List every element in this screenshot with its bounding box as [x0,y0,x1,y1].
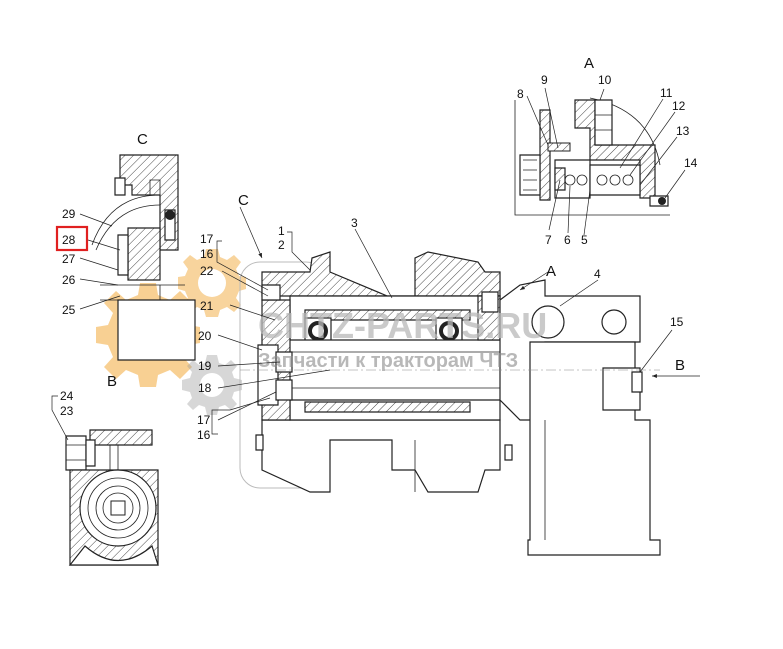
callout-5[interactable]: 5 [581,233,588,247]
highlight-box-part[interactable] [55,225,89,252]
view-b-title: B [107,373,117,390]
view-c-arrow-label: C [238,192,249,209]
callout-11[interactable]: 11 [660,86,673,100]
callout-15[interactable]: 15 [670,315,684,329]
callout-17-top[interactable]: 17 [200,232,214,246]
callout-21[interactable]: 21 [200,299,214,313]
callout-16-top[interactable]: 16 [200,247,214,261]
callout-28[interactable]: 28 [62,233,76,247]
view-a-detail [514,97,670,216]
callout-10[interactable]: 10 [598,73,612,87]
callout-3[interactable]: 3 [351,216,358,230]
callout-12[interactable]: 12 [672,99,686,113]
callout-20[interactable]: 20 [198,329,212,343]
callout-1[interactable]: 1 [278,224,285,238]
callout-29[interactable]: 29 [62,207,76,221]
view-b-arrow-label: B [675,357,685,374]
callout-4[interactable]: 4 [594,267,601,281]
view-a-arrow-label: A [546,263,556,280]
callouts: 29 28 27 26 25 24 23 17 16 22 21 20 19 1… [60,73,698,442]
gear-small-icon [182,355,242,415]
callout-24[interactable]: 24 [60,389,74,403]
callout-27[interactable]: 27 [62,252,76,266]
callout-22[interactable]: 22 [200,264,214,278]
callout-25[interactable]: 25 [62,303,76,317]
view-c-title: C [137,131,148,148]
callout-13[interactable]: 13 [676,124,690,138]
callout-17-bottom[interactable]: 17 [197,413,211,427]
main-assembly [239,251,661,556]
callout-18[interactable]: 18 [198,381,212,395]
callout-8[interactable]: 8 [517,87,524,101]
callout-26[interactable]: 26 [62,273,76,287]
callout-7[interactable]: 7 [545,233,552,247]
callout-23[interactable]: 23 [60,404,74,418]
view-c-detail [91,154,196,361]
callout-9[interactable]: 9 [541,73,548,87]
callout-19[interactable]: 19 [198,359,212,373]
view-b-detail [65,429,159,566]
view-a-title: A [584,55,594,72]
leader-lines [51,87,700,441]
watermark-site-text: CHTZ-PARTS.RU [258,305,547,346]
callout-2[interactable]: 2 [278,238,285,252]
callout-14[interactable]: 14 [684,156,698,170]
watermark-tagline-text: Запчасти к тракторам ЧТЗ [258,350,518,372]
callout-16-bottom[interactable]: 16 [197,428,211,442]
callout-6[interactable]: 6 [564,233,571,247]
